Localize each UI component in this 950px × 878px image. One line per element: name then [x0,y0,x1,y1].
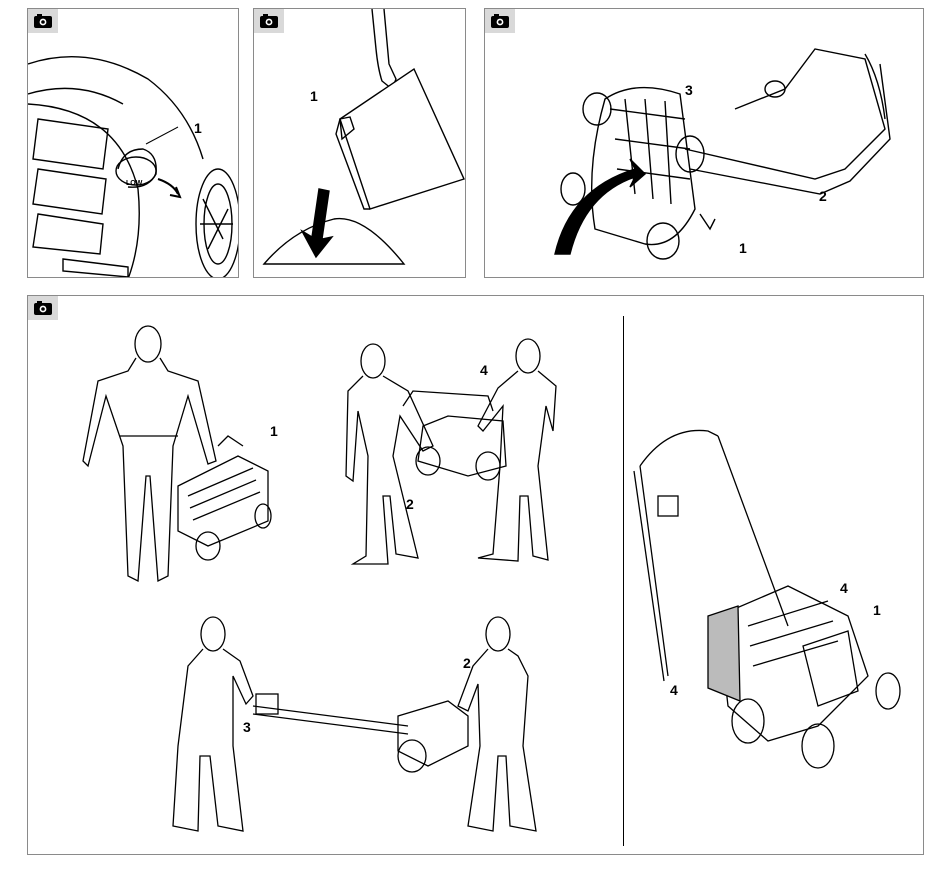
figure-panel-1: 1 LOW [27,8,239,278]
callout-3: 3 [243,720,251,734]
scarifier-upright-storage-illustration [634,430,900,768]
callout-2: 2 [406,497,414,511]
callout-2: 2 [819,189,827,203]
callout-4: 4 [840,581,848,595]
two-people-carrying-illustration [346,339,556,564]
callout-4: 4 [670,683,678,697]
two-people-handle-extended-illustration [173,617,536,831]
scarifier-overturned-illustration [485,9,924,278]
callout-1: 1 [270,424,278,438]
panel-divider [623,316,624,846]
callout-1: 1 [739,241,747,255]
callout-1: 1 [310,89,318,103]
callout-1: 1 [194,121,202,135]
callout-4: 4 [480,363,488,377]
callout-1: 1 [873,603,881,617]
carrying-and-storage-illustrations [28,296,924,855]
dial-text-low: LOW [126,177,142,191]
figure-panel-4: 1 4 2 2 3 4 1 4 [27,295,924,855]
scarifier-carried-left [178,436,271,560]
figure-panel-2: 1 [253,8,466,278]
callout-2: 2 [463,656,471,670]
callout-3: 3 [685,83,693,97]
emptying-collection-bag-illustration [254,9,466,278]
figure-panel-3: 3 2 1 [484,8,924,278]
scarifier-depth-dial-illustration [28,9,239,278]
